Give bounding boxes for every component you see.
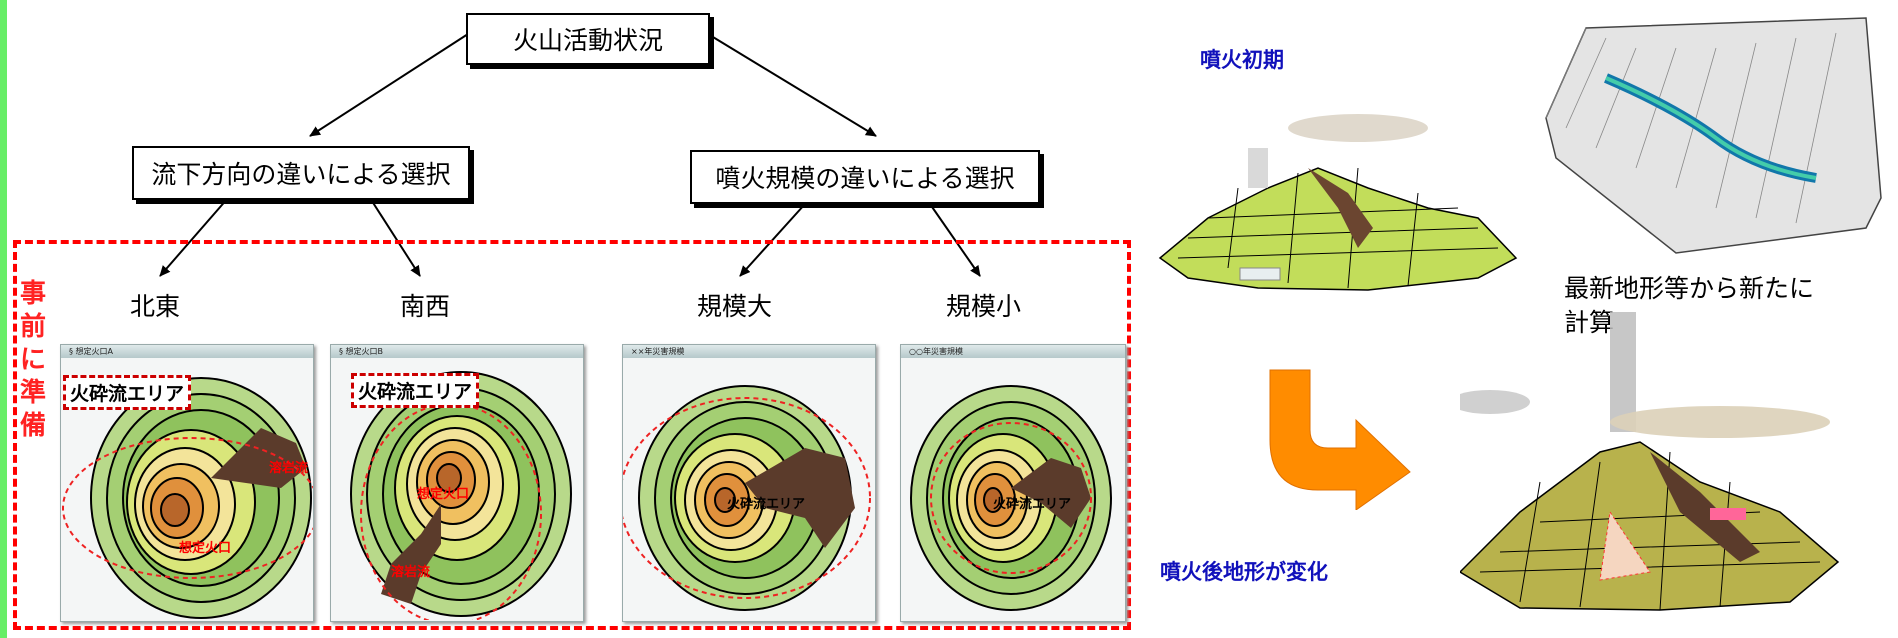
preparation-vertical-label: 事前に準備 [19, 279, 46, 441]
category-small-scale: 規模小 [946, 292, 1022, 321]
panel-title: ××年災害規模 [623, 345, 875, 358]
root-node: 火山活動状況 [466, 13, 710, 65]
recalculated-terrain-mesh [1545, 17, 1882, 254]
hazard-map-panel-1: § 想定火口A 火砕流エリア 想定火口 溶岩流 [60, 344, 314, 622]
map-label: 火砕流エリア [993, 497, 1072, 512]
map-label: 想定火口 [417, 487, 470, 502]
map-label: 想定火口 [179, 541, 232, 556]
volcano-contour-map [623, 385, 871, 611]
hazard-map-panel-3: ××年災害規模 火砕流エリア [622, 344, 876, 622]
hazard-map-panel-4: ○○年災害規模 火砕流エリア [900, 344, 1126, 622]
volcano-contour-map [62, 377, 313, 619]
direction-branch-node: 流下方向の違いによる選択 [132, 146, 470, 200]
map-label: 溶岩流 [391, 565, 431, 580]
panel-title: § 想定火口A [61, 345, 313, 358]
eruption-early-label: 噴火初期 [1200, 48, 1284, 72]
change-arrow [1269, 369, 1411, 510]
scale-branch-node: 噴火規模の違いによる選択 [690, 150, 1040, 204]
pyroclastic-area-tag: 火砕流エリア [351, 373, 480, 408]
volcano-contour-map [910, 385, 1112, 611]
left-accent-bar [0, 0, 7, 638]
hazard-map-panel-2: § 想定火口B 火砕流エリア 想定火口 溶岩流 [330, 344, 584, 622]
volcano-contour-map [350, 371, 572, 620]
preparation-dashed-box [13, 240, 1131, 630]
panel-title: § 想定火口B [331, 345, 583, 358]
post-eruption-terrain [1460, 312, 1840, 611]
panel-title: ○○年災害規模 [901, 345, 1125, 358]
category-large-scale: 規模大 [697, 292, 773, 321]
early-eruption-terrain [1158, 114, 1518, 291]
recalculation-note: 最新地形等から新たに 計算 [1564, 274, 1815, 337]
map-label: 溶岩流 [269, 461, 309, 476]
map-label: 火砕流エリア [727, 497, 806, 512]
post-eruption-label: 噴火後地形が変化 [1160, 560, 1328, 584]
category-northeast: 北東 [130, 292, 181, 321]
category-southwest: 南西 [400, 292, 451, 321]
pyroclastic-area-tag: 火砕流エリア [63, 375, 192, 410]
